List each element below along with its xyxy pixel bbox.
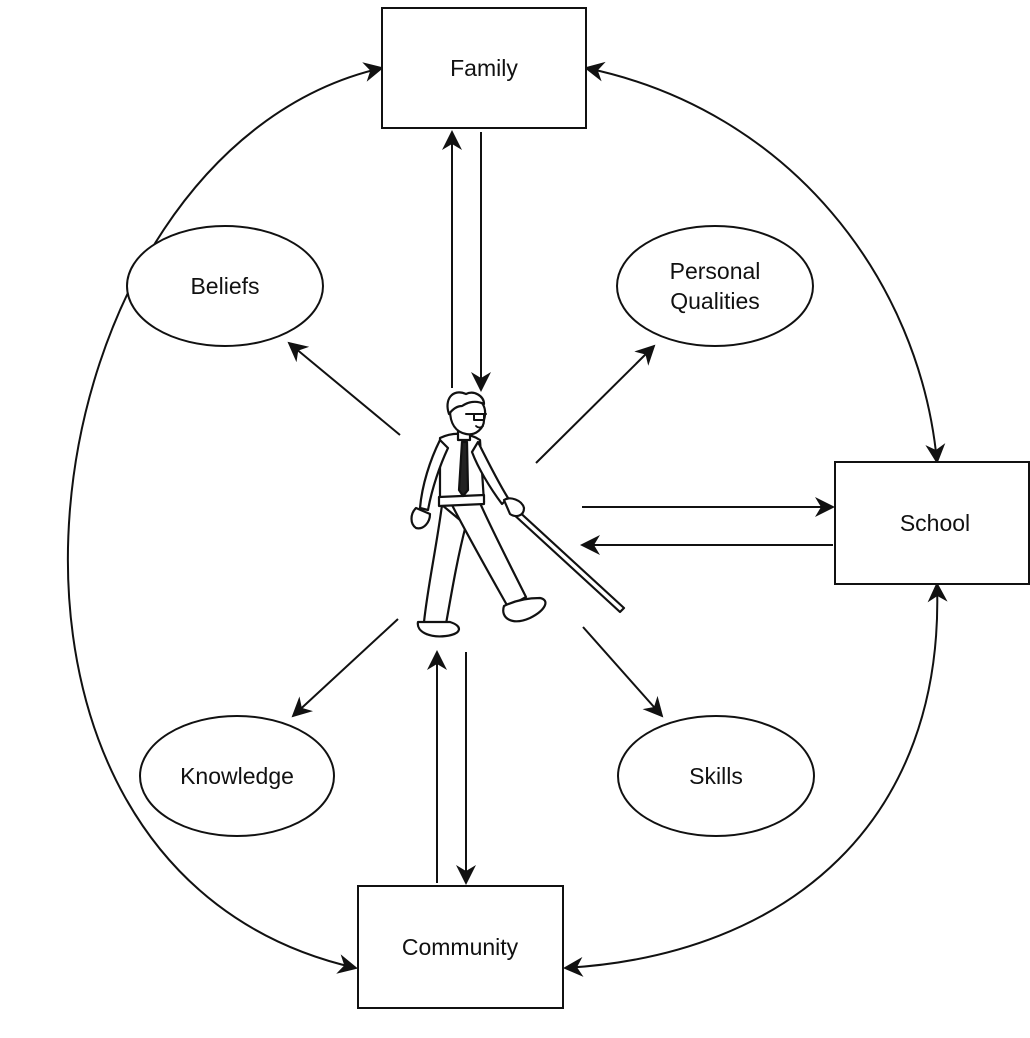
figure-hair <box>446 391 486 416</box>
figure-back-leg <box>422 503 468 626</box>
arc-school-community <box>563 582 948 977</box>
figure-glasses-icon <box>465 413 487 421</box>
oval-beliefs-label: Beliefs <box>190 273 259 299</box>
oval-personal-qualities-label-line2: Qualities <box>670 288 759 314</box>
outer-ring-connectors <box>67 61 948 977</box>
figure-back-shoe <box>416 620 460 638</box>
arrow-person-to-skills <box>582 626 664 718</box>
figure-tie <box>457 440 470 498</box>
person-box-connectors <box>427 130 835 885</box>
oval-personal-qualities: Personal Qualities <box>616 225 814 347</box>
oval-knowledge-label: Knowledge <box>180 763 294 789</box>
box-community-label: Community <box>402 934 519 960</box>
arc-family-community <box>67 62 384 974</box>
arrow-person-to-beliefs <box>287 341 401 436</box>
figure-mouth <box>475 425 484 429</box>
arc-family-school <box>584 61 946 464</box>
figure-back-arm <box>418 438 450 512</box>
box-community: Community <box>357 885 564 1009</box>
oval-personal-qualities-label-line1: Personal <box>670 258 761 284</box>
figure-back-hand <box>410 506 432 530</box>
figure-front-hand <box>502 497 526 518</box>
box-school: School <box>834 461 1030 585</box>
oval-skills: Skills <box>617 715 815 837</box>
figure-front-leg <box>450 501 528 609</box>
oval-knowledge: Knowledge <box>139 715 335 837</box>
figure-front-arm <box>470 440 510 506</box>
box-family-label: Family <box>450 55 518 81</box>
person-oval-connectors <box>287 341 664 718</box>
box-family: Family <box>381 7 587 129</box>
oval-skills-label: Skills <box>689 763 743 789</box>
box-school-label: School <box>900 510 970 536</box>
oval-beliefs: Beliefs <box>126 225 324 347</box>
arrow-person-to-personal-qualities <box>535 344 656 464</box>
white-cane-icon <box>509 506 626 614</box>
figure-front-shoe <box>502 596 547 623</box>
person-walking-with-cane-icon <box>410 391 626 638</box>
arrow-person-to-knowledge <box>291 618 399 718</box>
figure-belt <box>437 493 486 508</box>
